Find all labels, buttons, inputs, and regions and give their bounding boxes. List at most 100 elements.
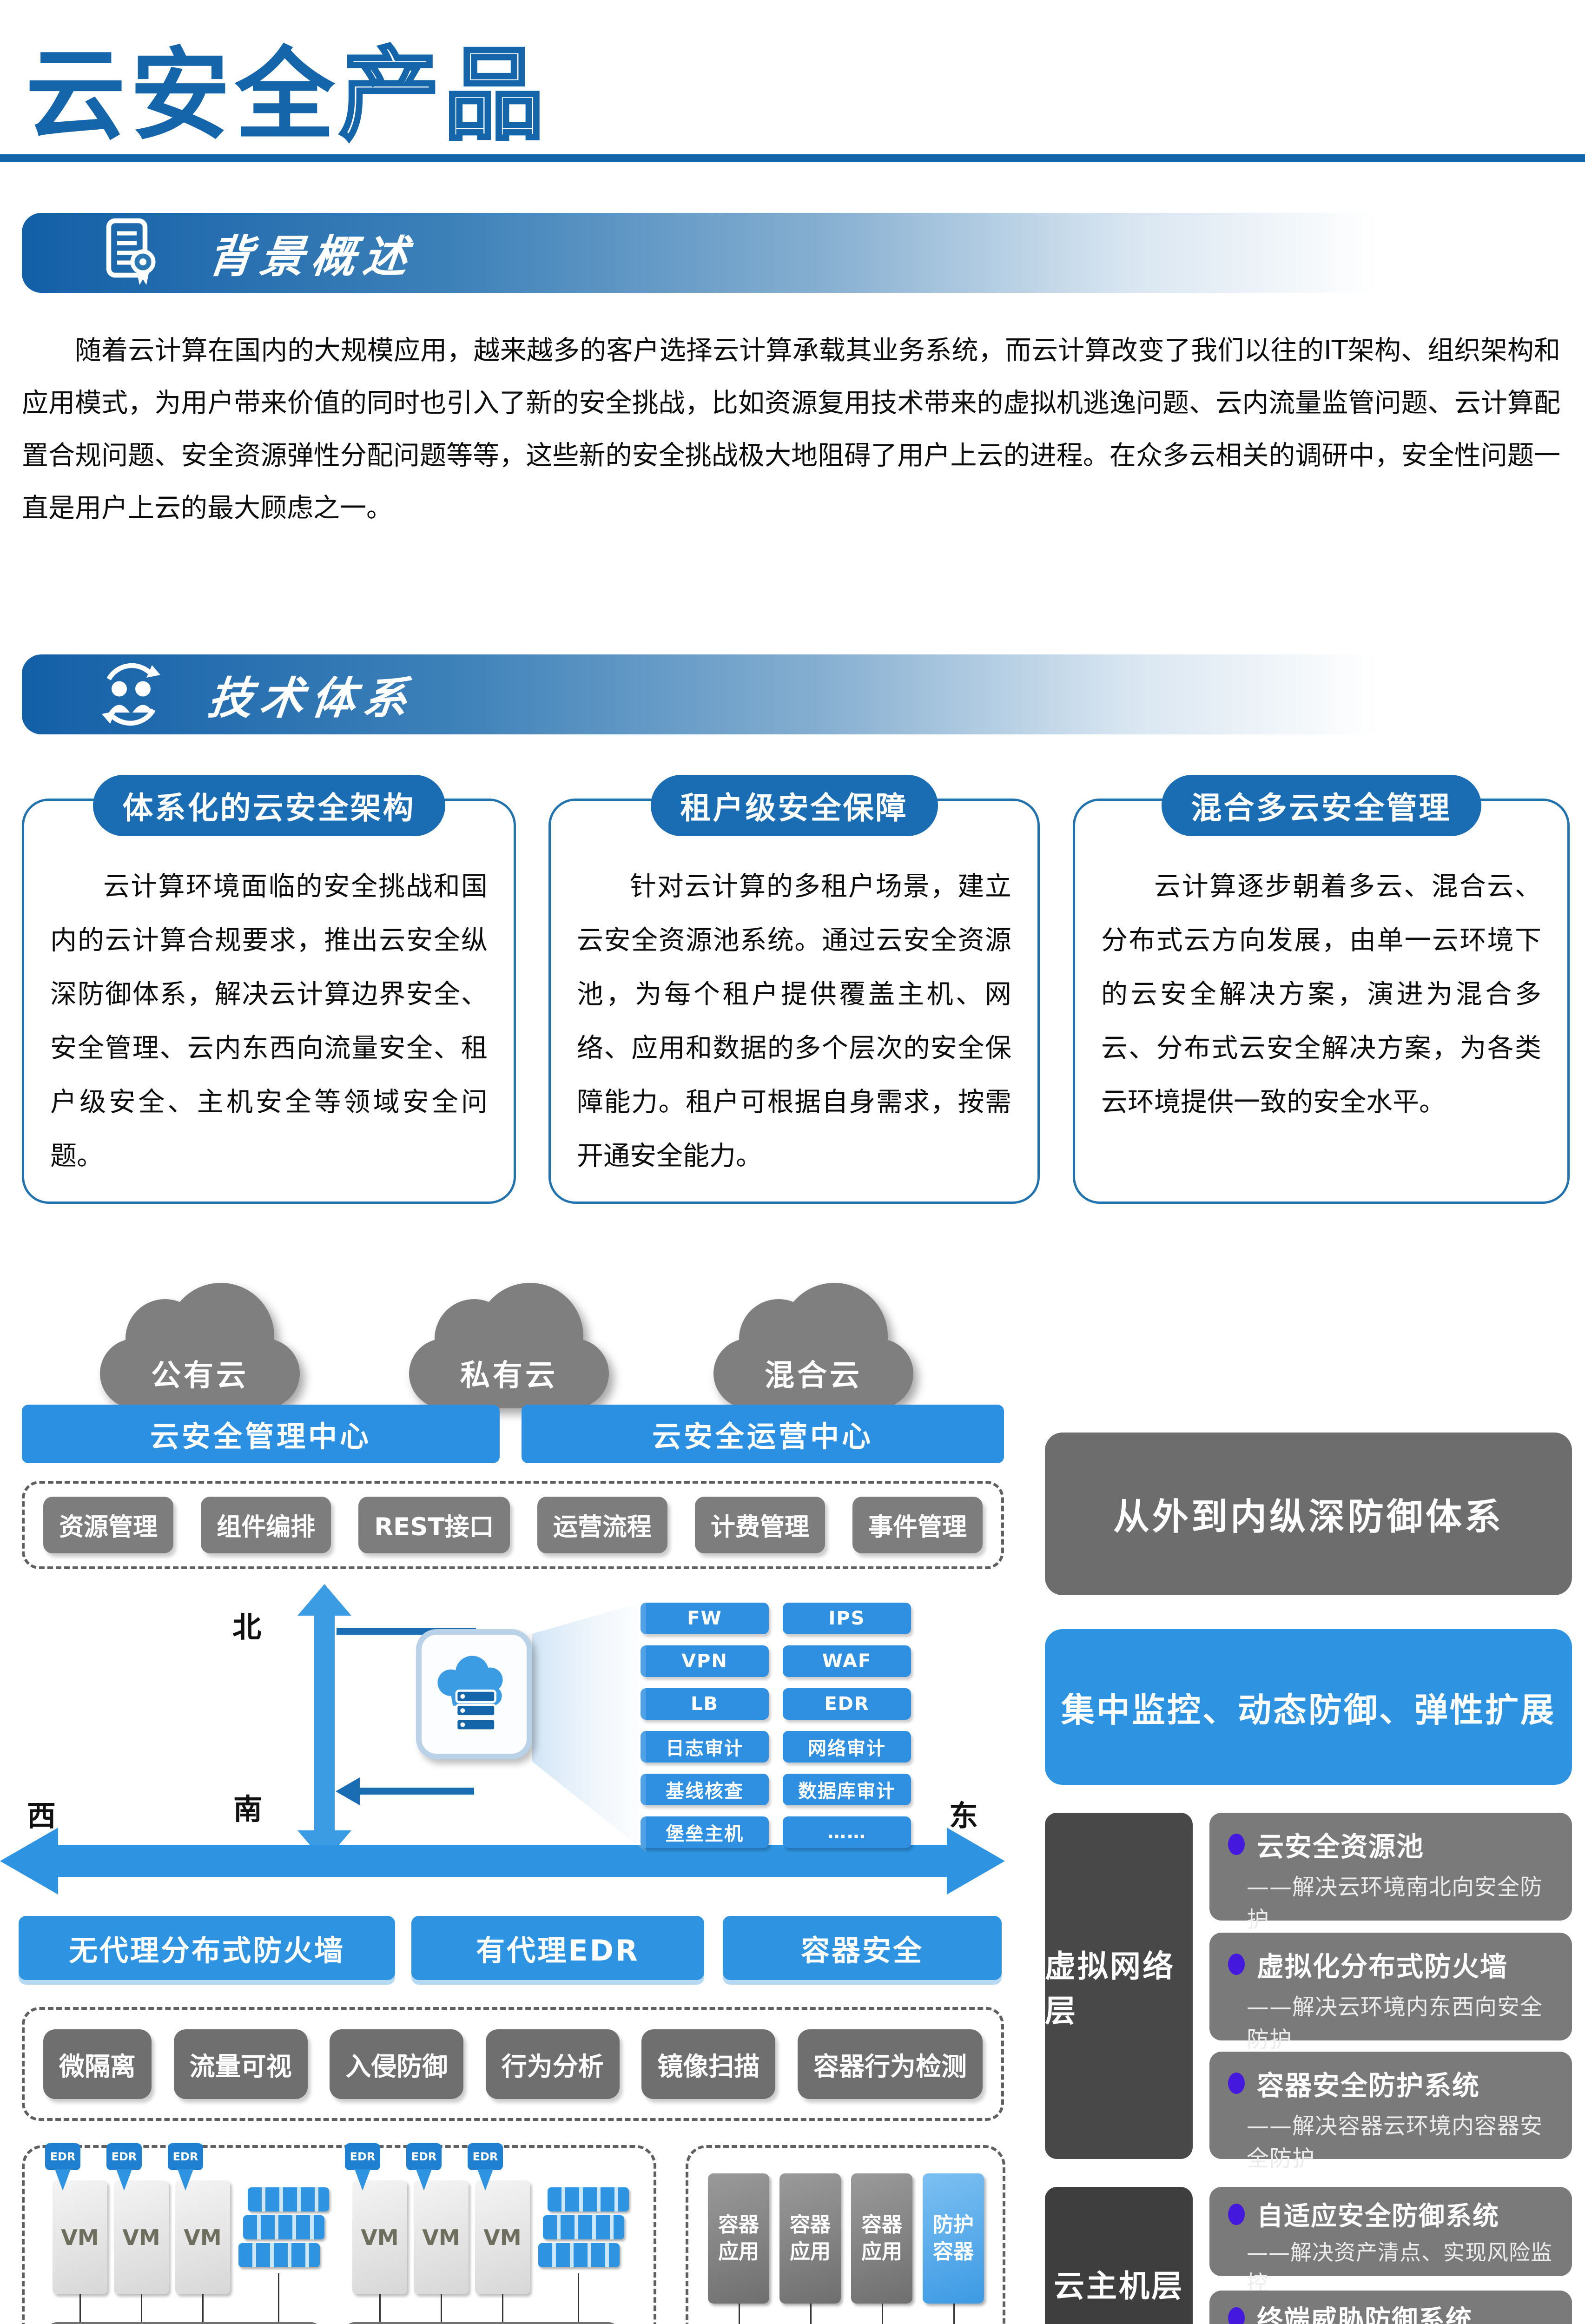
section-title-background: 背景概述 [205, 231, 417, 283]
tech-card-tenant: 租户级安全保障 针对云计算的多租户场景，建立云安全资源池系统。通过云安全资源池，… [548, 775, 1040, 1204]
security-service: EDR [783, 1688, 911, 1720]
layer-item-desc: ——解决云环境内东西向安全防护 [1247, 1994, 1543, 2053]
security-service: VPN [641, 1645, 769, 1677]
capabilities-box: 微隔离 流量可视 入侵防御 行为分析 镜像扫描 容器行为检测 [22, 2007, 1004, 2121]
edr-pin-icon: EDR [468, 2143, 503, 2170]
connector-line [358, 1788, 474, 1795]
connector-line [441, 2294, 442, 2322]
platform-kvm-xen: KVM/XEN [47, 2322, 321, 2324]
edr-pin-icon: EDR [406, 2143, 442, 2170]
layer-cloud-host: 云主机层 [1045, 2187, 1193, 2324]
mgmt-pill: REST接口 [358, 1497, 510, 1553]
security-service: …… [783, 1816, 911, 1848]
connector-line [502, 2294, 503, 2322]
tech-card-body: 针对云计算的多租户场景，建立云安全资源池系统。通过云安全资源池，为每个租户提供覆… [577, 871, 1011, 1171]
connector-line [202, 2294, 204, 2322]
layer-item: 云安全资源池 ——解决云环境南北向安全防护 [1209, 1813, 1572, 1933]
mgmt-pill: 资源管理 [43, 1497, 173, 1553]
connector-line [278, 2273, 279, 2322]
connector-line [379, 2294, 381, 2322]
security-service: LB [641, 1688, 769, 1720]
compass-north-label: 北 [232, 1610, 262, 1644]
cloud-server-icon [416, 1629, 532, 1759]
mgmt-pill: 运营流程 [537, 1497, 667, 1553]
edr-pin-icon: EDR [106, 2143, 142, 2170]
bullet-dot-icon [1228, 2307, 1245, 2324]
cloud-label: 混合云 [765, 1359, 862, 1393]
server-stack-icon [238, 2187, 329, 2271]
vm-icon: VM EDR [345, 2143, 407, 2294]
layer-item-title: 云安全资源池 [1257, 1831, 1425, 1862]
compass-west-label: 西 [27, 1799, 56, 1833]
security-mgmt-center-bar: 云安全管理中心 [22, 1405, 500, 1463]
defense-subhead-box: 集中监控、动态防御、弹性扩展 [1045, 1629, 1572, 1785]
security-ops-center-bar: 云安全运营中心 [522, 1405, 1004, 1463]
security-service: WAF [783, 1645, 911, 1677]
layer-virtual-network: 虚拟网络层 [1045, 1813, 1193, 2159]
connector-arrow-icon [336, 1777, 360, 1805]
security-service: 网络审计 [783, 1731, 911, 1763]
vm-icon: VM EDR [406, 2143, 469, 2294]
docker-box: 容器应用 容器应用 容器应用 防护容器 Docker Engine [686, 2145, 1005, 2324]
security-service: 数据库审计 [783, 1774, 911, 1805]
page-title: 云安全产品 [26, 14, 548, 158]
cloud-label: 公有云 [151, 1359, 249, 1393]
bullet-dot-icon [1228, 1834, 1245, 1855]
page-title-outline: 产品 [338, 35, 548, 155]
security-service: 基线核查 [641, 1774, 769, 1805]
container-app-tile: 容器应用 [708, 2173, 769, 2304]
edr-pin-icon: EDR [345, 2143, 380, 2170]
layer-item: 容器安全防护系统 ——解决容器云环境内容器安全防护 [1209, 2052, 1572, 2172]
layer-item-title: 终端威胁防御系统 [1257, 2305, 1473, 2324]
compass-east-label: 东 [949, 1799, 978, 1833]
edr-pin-icon: EDR [168, 2143, 203, 2170]
container-app-tile: 容器应用 [779, 2173, 841, 2304]
bullet-dot-icon [1228, 2073, 1245, 2094]
layer-item-title: 容器安全防护系统 [1257, 2070, 1480, 2101]
tech-card-title: 体系化的云安全架构 [92, 775, 445, 836]
connector-line [79, 2294, 81, 2322]
tech-card-body: 云计算逐步朝着多云、混合云、分布式云方向发展，由单一云环境下的云安全解决方案，演… [1101, 871, 1541, 1117]
connector-line [141, 2294, 142, 2322]
defense-headline-box: 从外到内纵深防御体系 [1045, 1433, 1572, 1595]
security-service: FW [641, 1603, 769, 1634]
layer-item-title: 虚拟化分布式防火墙 [1257, 1951, 1508, 1982]
hypervisor-box: VM EDR VM EDR VM EDR KVM/XEN VM EDR VM E… [22, 2143, 656, 2324]
vm-icon: VM EDR [45, 2143, 107, 2294]
security-service-grid: FW IPS VPN WAF LB EDR 日志审计 网络审计 基线核查 数据库… [641, 1603, 911, 1848]
vm-icon: VM EDR [468, 2143, 530, 2294]
tech-card-title: 租户级安全保障 [650, 775, 938, 836]
connector-line [810, 2304, 812, 2324]
capability-pill: 行为分析 [485, 2029, 620, 2099]
guard-container-tile: 防护容器 [923, 2173, 984, 2304]
east-west-arrow-icon [947, 1828, 1005, 1895]
public-cloud-shape: 公有云 [100, 1283, 300, 1408]
capability-pill: 镜像扫描 [641, 2029, 776, 2099]
layer-item: 终端威胁防御系统 ——解决云环境内云主机安全防护 [1209, 2291, 1572, 2324]
defense-bar-edr: 有代理EDR [411, 1916, 704, 1980]
mgmt-pill: 组件编排 [201, 1497, 331, 1553]
east-west-arrow-icon [0, 1828, 58, 1895]
people-exchange-icon [102, 663, 160, 726]
capability-pill: 容器行为检测 [797, 2029, 983, 2099]
section-banner-background: 背景概述 [22, 213, 1563, 293]
private-cloud-shape: 私有云 [409, 1283, 609, 1408]
vm-icon: VM EDR [106, 2143, 169, 2294]
certificate-icon [106, 218, 156, 285]
connector-line [578, 2273, 579, 2322]
layer-item-desc: ——解决云环境南北向安全防护 [1247, 1874, 1543, 1933]
server-stack-icon [538, 2187, 629, 2271]
edr-pin-icon: EDR [45, 2143, 80, 2170]
title-divider [0, 154, 1585, 162]
defense-bar-firewall: 无代理分布式防火墙 [19, 1916, 395, 1980]
tech-card-title: 混合多云安全管理 [1161, 775, 1481, 836]
cloud-label: 私有云 [460, 1359, 558, 1393]
layer-item: 自适应安全防御系统 ——解决资产清点、实现风险监控 [1209, 2187, 1572, 2296]
background-paragraph: 随着云计算在国内的大规模应用，越来越多的客户选择云计算承载其业务系统，而云计算改… [22, 335, 1560, 523]
mgmt-pill: 计费管理 [694, 1497, 825, 1553]
east-west-arrow-shaft [56, 1845, 949, 1877]
security-service: 日志审计 [641, 1731, 769, 1763]
section-title-technology: 技术体系 [205, 673, 417, 724]
bullet-dot-icon [1228, 1954, 1245, 1975]
